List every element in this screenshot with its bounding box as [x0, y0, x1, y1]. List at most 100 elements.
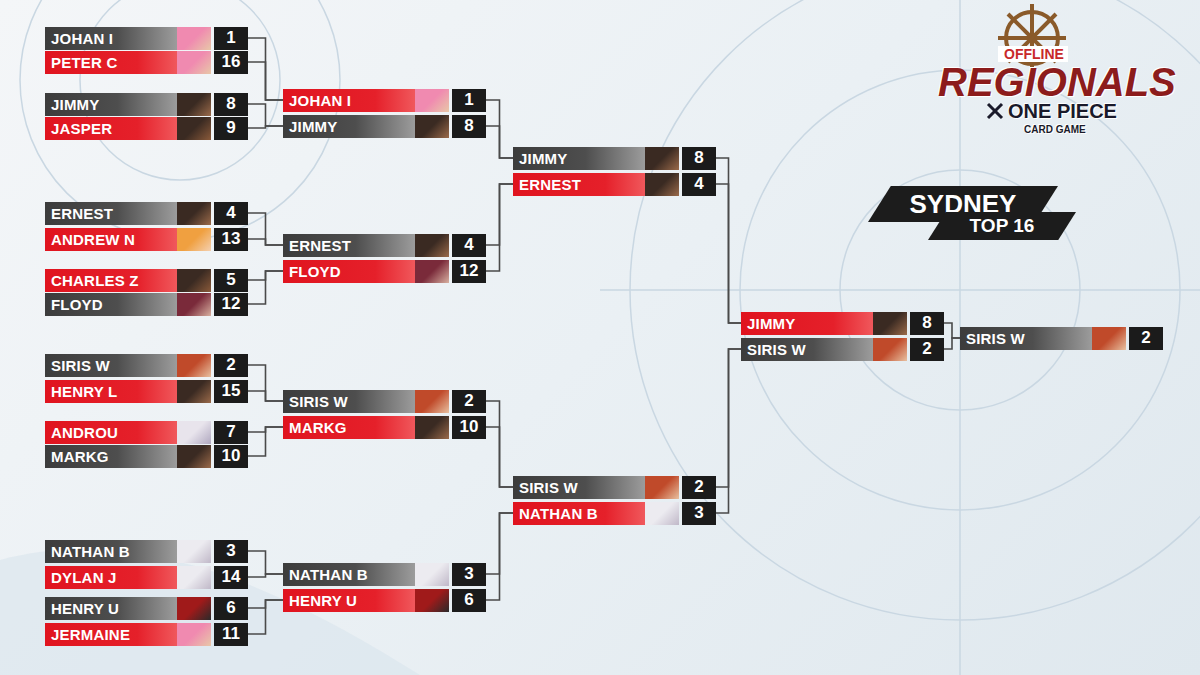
player-name: NATHAN B [283, 566, 368, 583]
seed-box: 3 [452, 563, 486, 586]
player-row: HENRY L15 [45, 380, 248, 403]
seed-box: 3 [682, 502, 716, 525]
name-bar: NATHAN B [283, 563, 415, 586]
player-row: JIMMY8 [283, 115, 486, 138]
name-bar: ERNEST [513, 173, 645, 196]
player-name: JIMMY [741, 315, 796, 332]
player-name: JIMMY [513, 150, 568, 167]
crossbones-mark [988, 104, 1002, 118]
seed-number: 2 [1141, 328, 1150, 348]
player-row: SIRIS W 2 [45, 354, 248, 377]
seed-number: 6 [464, 590, 473, 610]
player-name: SIRIS W [741, 341, 806, 358]
seed-number: 2 [226, 355, 235, 375]
leader-avatar [177, 293, 211, 316]
logo-text: CARD GAME [1024, 124, 1086, 135]
player-row: HENRY U6 [45, 597, 248, 620]
player-row: JOHAN I1 [45, 27, 248, 50]
leader-avatar [873, 338, 907, 361]
seed-number: 15 [222, 381, 241, 401]
logo-text: OFFLINE [1004, 46, 1064, 62]
bracket-line [248, 126, 283, 128]
player-row: SIRIS W 2 [283, 390, 486, 413]
name-bar: SIRIS W [960, 327, 1092, 350]
bracket-line [944, 323, 960, 338]
player-name: SIRIS W [513, 479, 578, 496]
seed-number: 2 [464, 391, 473, 411]
player-name: MARKG [45, 448, 109, 465]
leader-avatar [873, 312, 907, 335]
player-name: FLOYD [283, 263, 341, 280]
bracket-line [486, 100, 513, 158]
name-bar: ANDROU [45, 421, 177, 444]
player-name: DYLAN J [45, 569, 117, 586]
seed-box: 14 [214, 566, 248, 589]
player-row: CHARLES Z5 [45, 269, 248, 292]
leader-avatar [645, 173, 679, 196]
player-name: JIMMY [45, 96, 100, 113]
name-bar: SIRIS W [741, 338, 873, 361]
bracket-line [248, 427, 283, 456]
leader-avatar [177, 597, 211, 620]
leader-avatar [177, 540, 211, 563]
player-row: JIMMY 8 [513, 147, 716, 170]
leader-avatar [415, 234, 449, 257]
seed-number: 3 [226, 541, 235, 561]
seed-number: 8 [226, 94, 235, 114]
name-bar: FLOYD [283, 260, 415, 283]
event-banner: TOP 16 [928, 212, 1076, 240]
leader-avatar [177, 354, 211, 377]
seed-number: 1 [226, 28, 235, 48]
bracket-line [716, 349, 741, 513]
bracket-line [248, 104, 283, 126]
player-row: JOHAN I1 [283, 89, 486, 112]
player-name: ANDREW N [45, 231, 135, 248]
name-bar: PETER C [45, 51, 177, 74]
player-name: ANDROU [45, 424, 118, 441]
seed-box: 13 [214, 228, 248, 251]
bracket-line [944, 338, 960, 349]
seed-box: 6 [214, 597, 248, 620]
seed-number: 14 [222, 567, 241, 587]
leader-avatar [177, 228, 211, 251]
logo-plate [998, 46, 1068, 62]
seed-box: 2 [682, 476, 716, 499]
player-name: ERNEST [45, 205, 113, 222]
player-row: ANDREW N 13 [45, 228, 248, 251]
leader-avatar [645, 502, 679, 525]
name-bar: DYLAN J [45, 566, 177, 589]
bracket-line [716, 158, 741, 323]
seed-box: 2 [910, 338, 944, 361]
seed-number: 9 [226, 118, 235, 138]
seed-number: 12 [222, 294, 241, 314]
seed-box: 8 [682, 147, 716, 170]
leader-avatar [415, 260, 449, 283]
bracket-line [486, 513, 513, 600]
seed-box: 6 [452, 589, 486, 612]
seed-box: 8 [910, 312, 944, 335]
player-name: JERMAINE [45, 626, 130, 643]
player-name: ERNEST [513, 176, 581, 193]
player-name: SIRIS W [283, 393, 348, 410]
bracket-line [248, 551, 283, 574]
seed-number: 12 [460, 261, 479, 281]
name-bar: JIMMY [513, 147, 645, 170]
player-name: NATHAN B [513, 505, 598, 522]
player-row: ERNEST 4 [513, 173, 716, 196]
name-bar: HENRY U [283, 589, 415, 612]
leader-avatar [645, 476, 679, 499]
leader-avatar [177, 51, 211, 74]
seed-box: 4 [452, 234, 486, 257]
bracket-line [248, 271, 283, 304]
player-name: MARKG [283, 419, 347, 436]
seed-box: 4 [682, 173, 716, 196]
name-bar: ERNEST [45, 202, 177, 225]
seed-box: 1 [214, 27, 248, 50]
seed-number: 4 [226, 203, 235, 223]
seed-box: 10 [214, 445, 248, 468]
name-bar: SIRIS W [45, 354, 177, 377]
player-row: JERMAINE11 [45, 623, 248, 646]
bracket-line [248, 213, 283, 245]
leader-avatar [177, 93, 211, 116]
name-bar: SIRIS W [513, 476, 645, 499]
